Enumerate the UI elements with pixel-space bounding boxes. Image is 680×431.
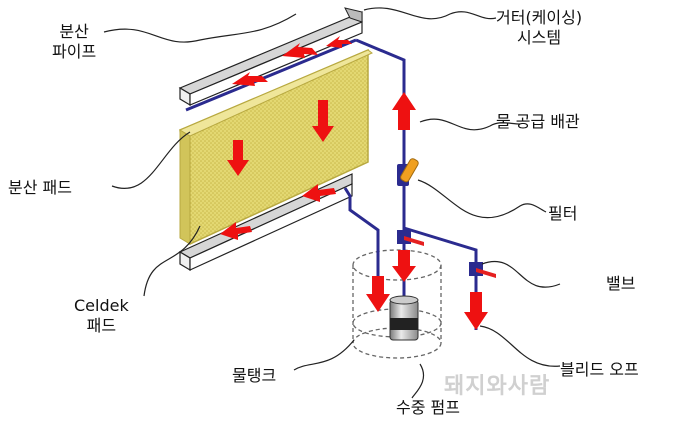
flow-arrow: [366, 276, 390, 312]
flow-arrow: [220, 222, 252, 240]
label-water-supply-pipe: 물 공급 배관: [496, 112, 580, 131]
watermark: 돼지와사람: [444, 374, 551, 399]
flow-arrow: [232, 72, 268, 86]
flow-arrows: [220, 36, 488, 330]
valve-main: [397, 230, 424, 246]
label-bleed-off: 블리드 오프: [560, 360, 639, 379]
label-valve: 밸브: [606, 274, 636, 293]
label-filter: 필터: [548, 204, 578, 223]
label-celdek-pad: Celdek 패드: [74, 296, 129, 335]
valve-bleed: [469, 262, 496, 278]
flow-arrow: [392, 92, 416, 130]
label-submersible-pump: 수중 펌프: [396, 398, 460, 417]
flow-arrow: [464, 292, 488, 330]
label-distribution-pipe: 분산 파이프: [52, 22, 97, 61]
flow-arrow: [302, 184, 336, 202]
distribution-pipe: [185, 38, 357, 112]
water-tank: [352, 249, 442, 359]
flow-arrow: [326, 36, 352, 48]
label-distribution-pad: 분산 패드: [8, 178, 72, 197]
gutter-top: [178, 7, 363, 107]
label-water-tank: 물탱크: [232, 366, 277, 385]
flow-arrow: [227, 140, 249, 176]
submersible-pump: [389, 295, 419, 341]
label-gutter-system: 거터(케이싱) 시스템: [496, 8, 583, 47]
filter: [397, 158, 419, 186]
flow-arrow: [312, 100, 334, 142]
flow-arrow: [282, 43, 318, 58]
flow-arrow: [392, 250, 416, 282]
leader-lines: [103, 7, 561, 399]
